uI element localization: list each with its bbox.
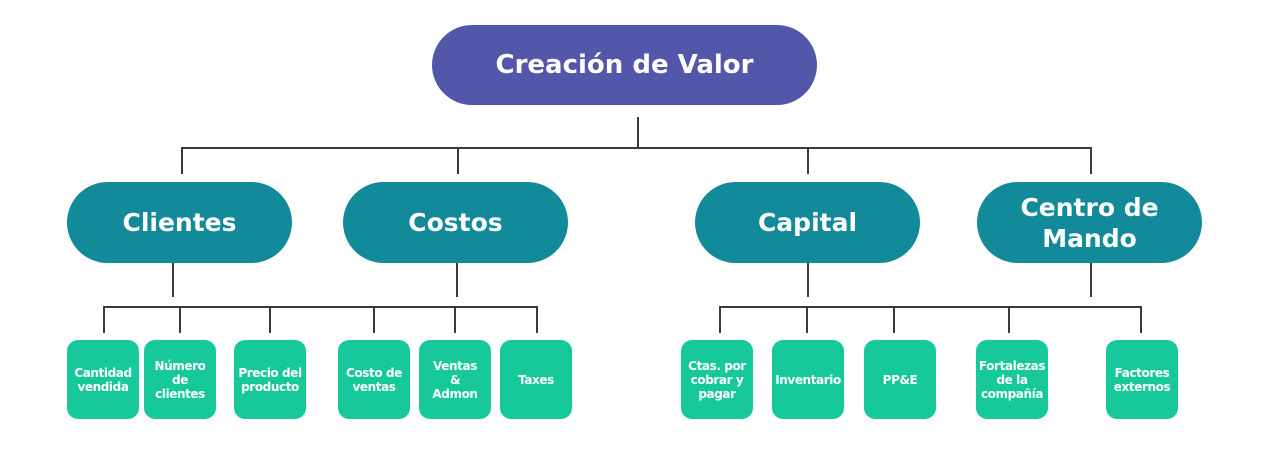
connector-root-down (637, 117, 639, 149)
connector-to-costos (457, 147, 459, 174)
connector-leaf-drop (1140, 306, 1142, 333)
connector-leaf-drop (719, 306, 721, 333)
connector-leaf-drop (179, 306, 181, 333)
category-node-capital: Capital (695, 182, 920, 263)
connector-leaf-drop (1008, 306, 1010, 333)
category-label: Capital (757, 208, 858, 237)
leaf-label: Factores externos (1113, 365, 1171, 394)
leaf-label: Fortalezas de la compañía (978, 358, 1046, 401)
connector-clientes-down (172, 263, 174, 297)
leaf-node-numero-de-clientes: Número de clientes (144, 340, 216, 419)
connector-to-capital (807, 147, 809, 174)
leaf-label: Número de clientes (154, 358, 206, 401)
leaf-node-costo-de-ventas: Costo de ventas (338, 340, 410, 419)
connector-level1-bar (181, 147, 1092, 149)
category-label: Costos (408, 208, 503, 237)
leaf-node-precio-del-producto: Precio del producto (234, 340, 306, 419)
leaf-node-ctas-por-cobrar-y-pagar: Ctas. por cobrar y pagar (681, 340, 753, 419)
leaf-node-fortalezas-de-la-compania: Fortalezas de la compañía (976, 340, 1048, 419)
category-node-centro-de-mando: Centro de Mando (977, 182, 1202, 263)
connector-centro-down (1090, 263, 1092, 297)
connector-capital-down (807, 263, 809, 297)
root-node-creacion-de-valor: Creación de Valor (432, 25, 817, 105)
leaf-node-taxes: Taxes (500, 340, 572, 419)
root-label: Creación de Valor (495, 50, 754, 80)
leaf-node-cantidad-vendida: Cantidad vendida (67, 340, 139, 419)
leaf-node-inventario: Inventario (772, 340, 844, 419)
connector-leaf-drop (373, 306, 375, 333)
leaf-label: PP&E (882, 372, 918, 387)
leaf-label: Costo de ventas (346, 365, 402, 394)
leaf-label: Ctas. por cobrar y pagar (688, 358, 746, 401)
connector-leaf-drop (536, 306, 538, 333)
connector-leaf-drop (269, 306, 271, 333)
connector-left-bar (103, 306, 538, 308)
connector-leaf-drop (454, 306, 456, 333)
category-label: Clientes (122, 208, 237, 237)
leaf-label: Ventas & Admon (432, 358, 478, 401)
leaf-label: Taxes (518, 372, 554, 387)
category-label: Centro de Mando (1020, 192, 1159, 253)
connector-right-bar (719, 306, 1142, 308)
connector-to-clientes (181, 147, 183, 174)
leaf-node-ventas-admon: Ventas & Admon (419, 340, 491, 419)
category-node-costos: Costos (343, 182, 568, 263)
connector-leaf-drop (893, 306, 895, 333)
leaf-label: Cantidad vendida (74, 365, 132, 394)
category-node-clientes: Clientes (67, 182, 292, 263)
leaf-node-ppe: PP&E (864, 340, 936, 419)
leaf-node-factores-externos: Factores externos (1106, 340, 1178, 419)
leaf-label: Inventario (775, 372, 841, 387)
connector-leaf-drop (806, 306, 808, 333)
leaf-label: Precio del producto (238, 365, 302, 394)
connector-to-centro (1090, 147, 1092, 174)
connector-leaf-drop (103, 306, 105, 333)
connector-costos-down (456, 263, 458, 297)
